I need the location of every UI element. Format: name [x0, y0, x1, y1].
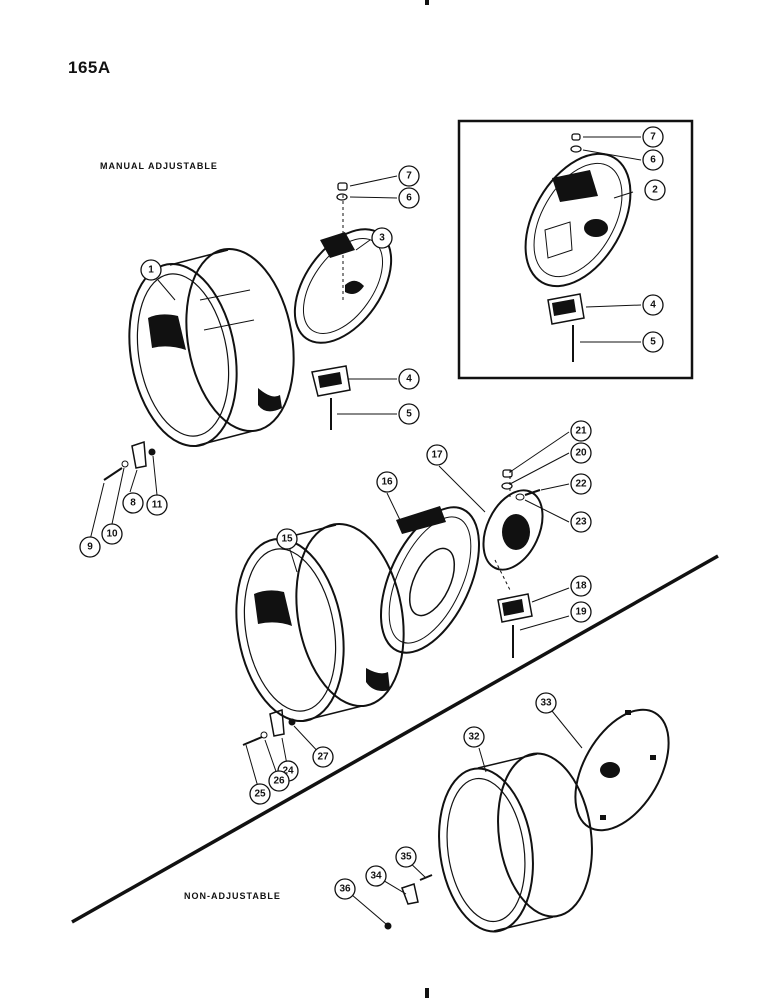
- callout-4-main: 4: [398, 368, 420, 390]
- rim-15: [235, 522, 405, 723]
- callout-5-main: 5: [398, 403, 420, 425]
- svg-text:4: 4: [650, 300, 656, 311]
- svg-text:21: 21: [575, 426, 587, 437]
- rim-32: [438, 752, 593, 933]
- svg-text:7: 7: [650, 132, 656, 143]
- callout-25: 25: [249, 783, 271, 805]
- clamp-18-bolt-19: [497, 593, 533, 658]
- wheel-disc-33: [574, 708, 670, 832]
- svg-text:25: 25: [254, 789, 266, 800]
- svg-text:5: 5: [650, 337, 656, 348]
- callout-5-inset: 5: [642, 331, 664, 353]
- inset-frame: [457, 119, 694, 380]
- svg-text:27: 27: [317, 752, 329, 763]
- svg-text:16: 16: [381, 477, 393, 488]
- inset-wheel-disc-2: [524, 133, 632, 362]
- svg-text:33: 33: [540, 698, 552, 709]
- callout-9: 9: [79, 536, 101, 558]
- callout-34: 34: [365, 865, 387, 887]
- callout-11: 11: [146, 494, 168, 516]
- svg-text:11: 11: [152, 500, 163, 511]
- svg-text:10: 10: [106, 529, 118, 540]
- svg-text:32: 32: [468, 732, 480, 743]
- hub-17: [482, 470, 544, 591]
- clamp-bolt-set-nonadjustable: [384, 874, 433, 930]
- callout-21: 21: [570, 420, 592, 442]
- svg-text:18: 18: [575, 581, 587, 592]
- svg-text:3: 3: [379, 233, 385, 244]
- non-adjustable-label: NON-ADJUSTABLE: [184, 891, 281, 901]
- callout-32: 32: [463, 726, 485, 748]
- scan-mark-top: [425, 0, 429, 5]
- callout-4-inset: 4: [642, 294, 664, 316]
- page-number: 165A: [68, 58, 111, 77]
- callout-36: 36: [334, 878, 356, 900]
- callout-8: 8: [122, 492, 144, 514]
- nut-washer-stack-upper: [336, 182, 348, 201]
- svg-text:7: 7: [406, 171, 412, 182]
- divider-line: [71, 554, 719, 924]
- svg-text:36: 36: [339, 884, 351, 895]
- svg-text:15: 15: [281, 534, 293, 545]
- callout-17: 17: [426, 444, 448, 466]
- svg-text:1: 1: [148, 265, 154, 276]
- svg-text:5: 5: [406, 409, 412, 420]
- clamp-bolt-set-lower: [242, 708, 296, 746]
- svg-text:4: 4: [406, 374, 412, 385]
- callout-22: 22: [570, 473, 592, 495]
- callout-6-main: 6: [398, 187, 420, 209]
- callout-19: 19: [570, 601, 592, 623]
- svg-text:19: 19: [575, 607, 587, 618]
- callout-10: 10: [101, 523, 123, 545]
- svg-text:24: 24: [282, 766, 294, 777]
- svg-text:6: 6: [406, 193, 412, 204]
- callout-18: 18: [570, 575, 592, 597]
- callout-27: 27: [312, 746, 334, 768]
- svg-text:6: 6: [650, 155, 656, 166]
- callout-2: 2: [644, 179, 666, 201]
- callout-23: 23: [570, 511, 592, 533]
- callout-6-inset: 6: [642, 149, 664, 171]
- wheel-disc-16: [380, 506, 480, 654]
- svg-text:22: 22: [575, 479, 587, 490]
- callout-7-main: 7: [398, 165, 420, 187]
- callout-1: 1: [140, 259, 162, 281]
- svg-text:2: 2: [652, 185, 658, 196]
- svg-text:8: 8: [130, 498, 136, 509]
- callout-20: 20: [570, 442, 592, 464]
- callout-7-inset: 7: [642, 126, 664, 148]
- nut-washer-stack-hub: [501, 469, 541, 501]
- clamp-4-bolt-5: [311, 365, 351, 430]
- svg-text:26: 26: [273, 776, 285, 787]
- callout-15: 15: [276, 528, 298, 550]
- leader-lines: [89, 136, 642, 925]
- svg-text:34: 34: [370, 871, 382, 882]
- manual-adjustable-label: MANUAL ADJUSTABLE: [100, 161, 218, 171]
- svg-text:35: 35: [400, 852, 412, 863]
- svg-text:20: 20: [575, 448, 587, 459]
- callout-26: 26: [268, 770, 290, 792]
- svg-text:17: 17: [431, 450, 443, 461]
- clamp-bolt-set-upper: [103, 440, 156, 481]
- svg-text:23: 23: [575, 517, 587, 528]
- rim-1: [128, 247, 295, 448]
- callout-3: 3: [371, 227, 393, 249]
- wheel-disc-3: [293, 195, 393, 344]
- svg-text:9: 9: [87, 542, 93, 553]
- callout-33: 33: [535, 692, 557, 714]
- scan-mark-bottom: [425, 988, 429, 998]
- callout-16: 16: [376, 471, 398, 493]
- callout-35: 35: [395, 846, 417, 868]
